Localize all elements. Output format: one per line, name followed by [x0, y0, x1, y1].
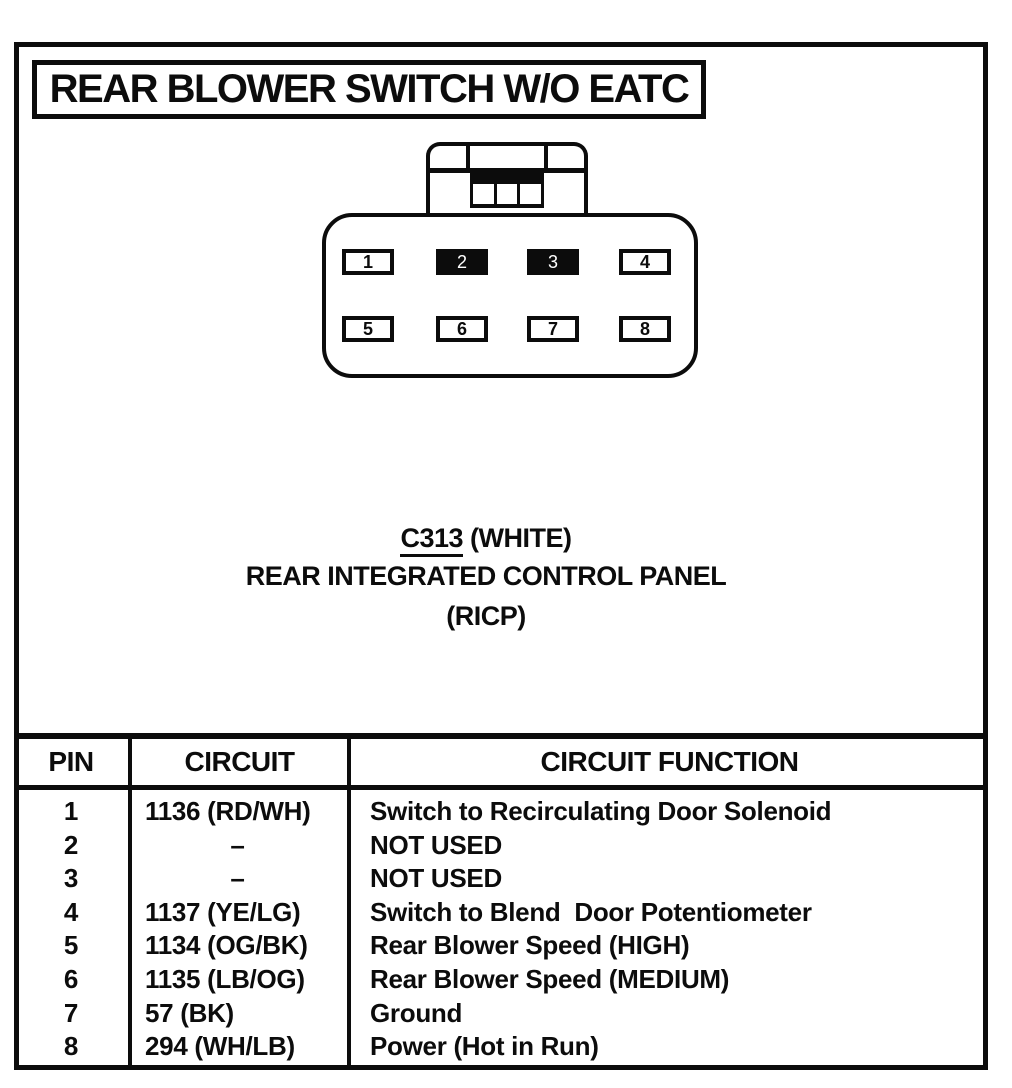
pin-cell: 3 — [63, 863, 79, 894]
pin-cell: 2 — [63, 829, 79, 860]
table-row: 8 294 (WH/LB) Power (Hot in Run) — [14, 1030, 988, 1064]
circuit-cell: – — [230, 829, 245, 860]
header-circuit-function: CIRCUIT FUNCTION — [540, 746, 799, 777]
page-border — [14, 42, 988, 1070]
connector-name: REAR INTEGRATED CONTROL PANEL — [245, 561, 727, 591]
header-circuit: CIRCUIT — [184, 746, 295, 777]
pin-cell: 6 — [63, 963, 79, 994]
function-cell: Power (Hot in Run) — [370, 1031, 599, 1062]
connector-keyway — [470, 173, 544, 208]
table-divider-1 — [128, 733, 132, 1070]
pin-cell: 5 — [63, 930, 79, 961]
function-cell: NOT USED — [370, 863, 502, 894]
table-top-rule — [14, 733, 988, 739]
table-body: 1 1136 (RD/WH) Switch to Recirculating D… — [14, 795, 988, 1064]
function-cell: Rear Blower Speed (MEDIUM) — [370, 963, 730, 994]
pin-4: 4 — [619, 249, 671, 275]
pin-2: 2 — [436, 249, 488, 275]
connector-id-line: C313 (WHITE) — [14, 523, 958, 557]
keyway-cells — [470, 184, 544, 208]
tab-divider-right — [544, 142, 548, 173]
pin-cell: 8 — [63, 1031, 79, 1062]
pin-8: 8 — [619, 316, 671, 342]
circuit-cell: 1137 (YE/LG) — [145, 896, 301, 927]
keyway-top-bar — [470, 173, 544, 184]
pin-cell: 4 — [63, 896, 79, 927]
table-row: 7 57 (BK) Ground — [14, 997, 988, 1031]
connector-id: C313 — [400, 523, 464, 557]
table-row: 1 1136 (RD/WH) Switch to Recirculating D… — [14, 795, 988, 829]
pin-3: 3 — [527, 249, 579, 275]
pin-5: 5 — [342, 316, 394, 342]
table-divider-2 — [347, 733, 351, 1070]
pin-cell: 1 — [63, 796, 79, 826]
pin-6: 6 — [436, 316, 488, 342]
pin-1: 1 — [342, 249, 394, 275]
connector-abbr: (RICP) — [446, 601, 526, 631]
circuit-cell: 57 (BK) — [145, 997, 234, 1028]
table-row: 3 – NOT USED — [14, 862, 988, 896]
page-title: REAR BLOWER SWITCH W/O EATC — [49, 67, 690, 111]
tab-divider-left — [466, 142, 470, 173]
pin-7: 7 — [527, 316, 579, 342]
function-cell: NOT USED — [370, 829, 502, 860]
keyway-cell — [496, 184, 518, 204]
connector-body — [322, 213, 698, 378]
table-row: 4 1137 (YE/LG) Switch to Blend Door Pote… — [14, 896, 988, 930]
function-cell: Ground — [370, 997, 463, 1028]
circuit-cell: 294 (WH/LB) — [145, 1031, 295, 1062]
table-row: 2 – NOT USED — [14, 829, 988, 863]
table-header-rule — [14, 785, 988, 790]
function-cell: Rear Blower Speed (HIGH) — [370, 930, 690, 961]
circuit-cell: – — [230, 863, 245, 894]
function-cell: Switch to Recirculating Door Solenoid — [370, 796, 832, 826]
tab-crossbar — [426, 168, 588, 173]
pinout-table: PIN CIRCUIT CIRCUIT FUNCTION 1 1136 (RD/… — [14, 733, 988, 1070]
circuit-cell: 1134 (OG/BK) — [145, 930, 308, 961]
keyway-cell — [473, 184, 494, 204]
table-row: 5 1134 (OG/BK) Rear Blower Speed (HIGH) — [14, 929, 988, 963]
function-cell: Switch to Blend Door Potentiometer — [370, 896, 812, 927]
pin-cell: 7 — [63, 997, 79, 1028]
connector-color: (WHITE) — [470, 523, 572, 553]
header-pin: PIN — [48, 746, 94, 777]
keyway-cell — [520, 184, 542, 204]
circuit-cell: 1136 (RD/WH) — [145, 796, 311, 826]
circuit-cell: 1135 (LB/OG) — [145, 963, 305, 994]
table-row: 6 1135 (LB/OG) Rear Blower Speed (MEDIUM… — [14, 963, 988, 997]
title-box: REAR BLOWER SWITCH W/O EATC — [32, 60, 706, 119]
